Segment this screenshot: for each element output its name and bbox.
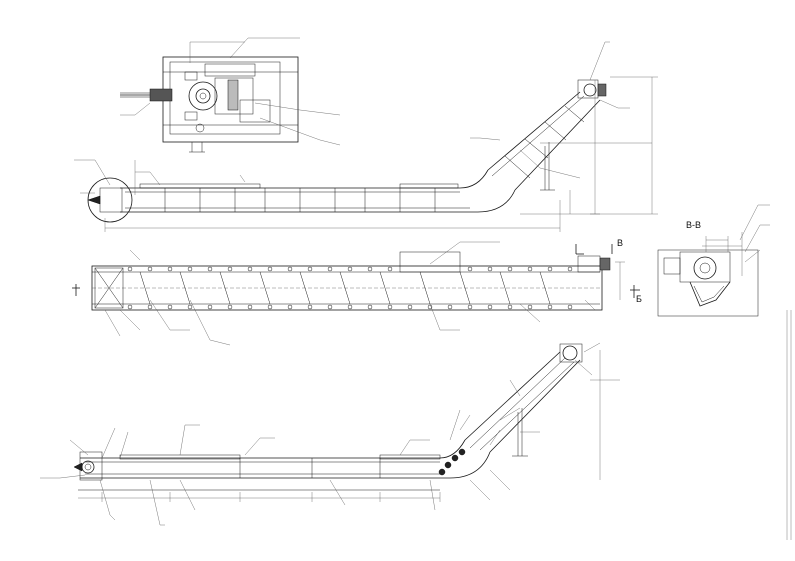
detail-view-drive — [120, 37, 341, 153]
side-view-lower — [40, 342, 620, 526]
side-view-conveyor — [74, 41, 658, 232]
section-view-vv — [657, 204, 770, 317]
chain-rollers-lower — [438, 448, 466, 476]
plan-view-conveyor — [72, 241, 640, 346]
chain-rollers-plan — [127, 266, 573, 310]
section-title: В-В — [686, 220, 701, 230]
section-mark-v: В — [617, 238, 623, 248]
section-mark-b: Б — [636, 294, 642, 304]
